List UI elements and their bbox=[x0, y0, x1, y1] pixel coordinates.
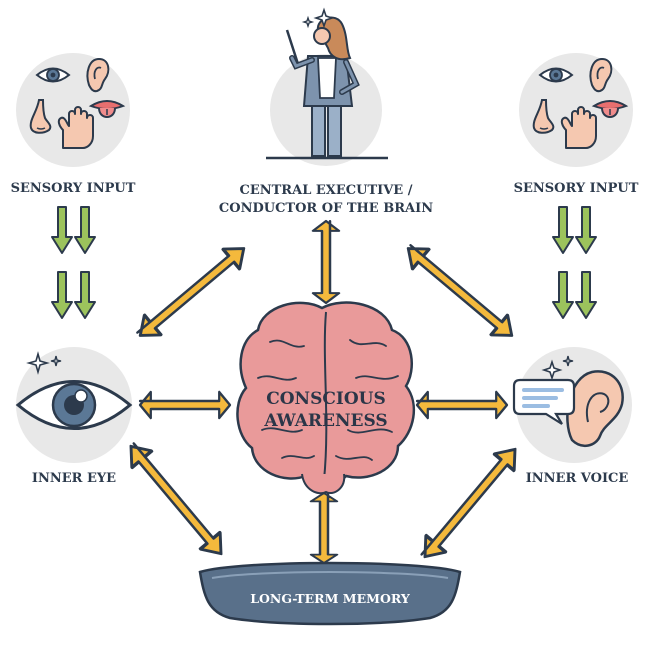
brain-label-line1: CONSCIOUS bbox=[266, 389, 386, 409]
inner-voice: INNER VOICE bbox=[512, 347, 632, 486]
arrow-executive-eye bbox=[130, 237, 254, 347]
speech-bubble-icon bbox=[512, 378, 576, 425]
inner-voice-label: INNER VOICE bbox=[526, 471, 629, 486]
arrow-eye-brain bbox=[138, 390, 232, 420]
conductor-icon bbox=[266, 7, 388, 160]
sensory-input-right-label: SENSORY INPUT bbox=[514, 181, 639, 196]
brain-label-line2: AWARENESS bbox=[263, 411, 387, 431]
arrow-executive-voice bbox=[398, 237, 522, 347]
arrow-voice-memory bbox=[413, 439, 527, 567]
arrow-eye-memory bbox=[119, 436, 233, 564]
green-arrows-left bbox=[51, 206, 96, 319]
executive-label-line2: CONDUCTOR OF THE BRAIN bbox=[219, 201, 433, 216]
inner-voice-ear-icon bbox=[512, 355, 624, 448]
memory-tray-icon bbox=[198, 561, 462, 626]
sensory-input-left: SENSORY INPUT bbox=[11, 52, 136, 319]
long-term-memory: LONG-TERM MEMORY bbox=[198, 561, 462, 626]
arrow-executive-brain bbox=[311, 219, 341, 305]
arrow-brain-voice bbox=[415, 390, 509, 420]
inner-eye: INNER EYE bbox=[15, 347, 133, 486]
sensory-input-left-label: SENSORY INPUT bbox=[11, 181, 136, 196]
memory-label: LONG-TERM MEMORY bbox=[250, 591, 411, 606]
executive-label-line1: CENTRAL EXECUTIVE / bbox=[240, 183, 413, 198]
central-executive: CENTRAL EXECUTIVE / CONDUCTOR OF THE BRA… bbox=[219, 7, 433, 216]
arrow-brain-memory bbox=[309, 491, 339, 565]
brain-icon: CONSCIOUS AWARENESS bbox=[236, 301, 415, 495]
green-arrows-right bbox=[552, 206, 597, 319]
inner-eye-icon bbox=[15, 351, 133, 430]
inner-eye-label: INNER EYE bbox=[32, 471, 116, 486]
sensory-input-right: SENSORY INPUT bbox=[514, 52, 639, 319]
